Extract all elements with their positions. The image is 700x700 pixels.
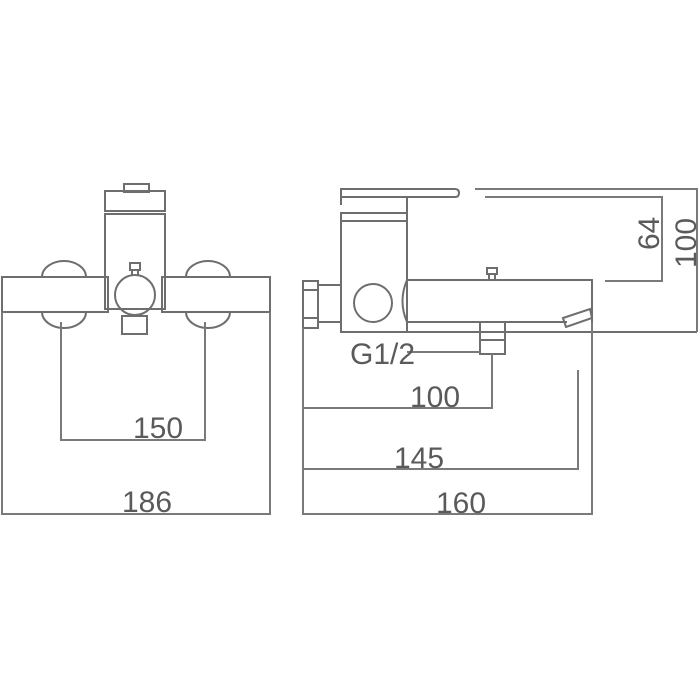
dim-line-100-height [475,188,698,332]
cap-band-icon [340,212,408,222]
dim-line-186 [1,312,271,515]
dim-line-145 [302,370,579,470]
inlet-pipe-icon [318,284,341,323]
dim-label-145: 145 [394,442,444,475]
spout-end-icon [401,279,408,323]
dim-line-150 [60,322,206,441]
dim-line-100 [302,328,493,409]
left-bar-icon [1,276,109,313]
body-column-icon [104,213,166,310]
bottom-outlet-icon [479,321,506,355]
dim-label-64: 64 [633,217,666,250]
lever-icon [340,188,461,205]
dim-label-150: 150 [133,412,183,445]
dim-label-100: 100 [410,381,460,414]
right-bar-icon [161,276,271,313]
front-view: 150 186 [1,183,271,519]
wall-nut-icon [302,280,319,329]
right-flange-bottom-icon [185,311,231,329]
dim-label-186: 186 [122,486,172,519]
left-flange-top-icon [41,260,87,278]
diverter-knob-icon [129,262,141,271]
spout-icon [407,279,593,323]
handle-icon [104,190,166,212]
outlet-icon [121,315,148,335]
thread-label: G1/2 [350,338,415,371]
side-view: G1/2 64 100 100 145 160 [302,188,700,520]
left-flange-bottom-icon [41,311,87,329]
side-diverter-knob-icon [486,267,498,275]
dim-label-160: 160 [436,487,486,520]
side-body-column-icon [340,221,408,333]
dim-line-160 [302,322,593,515]
dim-line-64 [485,196,663,282]
dim-label-100-height: 100 [670,218,700,268]
spout-outlet-icon [561,307,594,329]
right-flange-top-icon [185,260,231,278]
inlet-circle-icon [353,283,393,323]
